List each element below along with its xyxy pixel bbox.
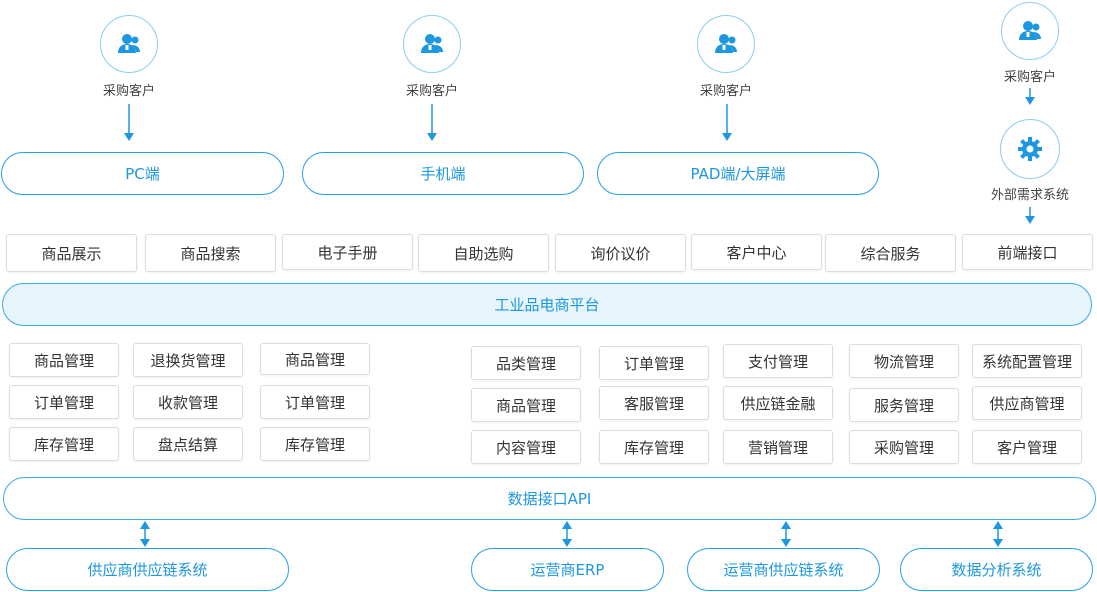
- left-module[interactable]: 退换货管理: [133, 343, 243, 377]
- frontend-module[interactable]: 询价议价: [555, 234, 686, 272]
- customer-label: 采购客户: [1003, 70, 1056, 85]
- system-data-analysis[interactable]: 数据分析系统: [900, 548, 1093, 591]
- bidirectional-arrow-icon: [781, 521, 791, 547]
- right-module[interactable]: 内容管理: [471, 430, 581, 464]
- bidirectional-arrow-icon: [140, 521, 150, 547]
- left-module[interactable]: 库存管理: [260, 427, 370, 461]
- right-module[interactable]: 库存管理: [599, 430, 709, 464]
- left-module[interactable]: 库存管理: [9, 427, 119, 461]
- gear-icon: [1018, 137, 1042, 161]
- customer-avatar-1: [100, 15, 158, 73]
- frontend-module[interactable]: 前端接口: [962, 234, 1093, 270]
- right-module[interactable]: 物流管理: [849, 344, 959, 378]
- left-module[interactable]: 订单管理: [260, 385, 370, 419]
- customer-label: 采购客户: [102, 84, 155, 99]
- frontend-module[interactable]: 综合服务: [825, 234, 956, 272]
- channel-pad[interactable]: PAD端/大屏端: [597, 152, 879, 195]
- arrow-down-icon: [1025, 88, 1035, 105]
- user-icon: [715, 34, 737, 53]
- customer-label: 采购客户: [405, 84, 458, 99]
- system-operator-supply-chain[interactable]: 运营商供应链系统: [687, 548, 880, 591]
- system-operator-erp[interactable]: 运营商ERP: [471, 548, 664, 591]
- customer-label: 采购客户: [699, 84, 752, 99]
- channel-mobile[interactable]: 手机端: [302, 152, 584, 195]
- right-module[interactable]: 订单管理: [599, 346, 709, 380]
- right-module[interactable]: 支付管理: [723, 344, 833, 378]
- right-module[interactable]: 品类管理: [471, 346, 581, 380]
- external-system-node: [1000, 119, 1060, 179]
- right-module[interactable]: 供应链金融: [723, 386, 833, 420]
- user-icon: [118, 34, 140, 53]
- channel-pc[interactable]: PC端: [1, 152, 284, 195]
- frontend-module[interactable]: 客户中心: [691, 234, 822, 270]
- left-module[interactable]: 盘点结算: [133, 427, 243, 461]
- right-module[interactable]: 商品管理: [471, 388, 581, 422]
- left-module[interactable]: 商品管理: [9, 343, 119, 377]
- user-icon: [421, 34, 443, 53]
- left-module[interactable]: 收款管理: [133, 385, 243, 419]
- customer-avatar-2: [403, 15, 461, 73]
- arrow-down-icon: [722, 104, 732, 141]
- frontend-module[interactable]: 电子手册: [282, 234, 413, 270]
- user-icon: [1019, 21, 1041, 40]
- left-module[interactable]: 订单管理: [9, 385, 119, 419]
- right-module[interactable]: 客户管理: [972, 430, 1082, 464]
- frontend-module[interactable]: 商品展示: [6, 234, 137, 272]
- right-module[interactable]: 服务管理: [849, 388, 959, 422]
- right-module[interactable]: 采购管理: [849, 430, 959, 464]
- bidirectional-arrow-icon: [562, 521, 572, 547]
- right-module[interactable]: 客服管理: [599, 386, 709, 420]
- arrow-down-icon: [1025, 207, 1035, 224]
- customer-avatar-3: [697, 15, 755, 73]
- right-module[interactable]: 供应商管理: [972, 386, 1082, 420]
- left-module[interactable]: 商品管理: [260, 343, 370, 375]
- right-module[interactable]: 营销管理: [723, 430, 833, 464]
- platform-bar: 工业品电商平台: [2, 283, 1092, 326]
- frontend-module[interactable]: 自助选购: [418, 234, 549, 272]
- arrow-down-icon: [124, 104, 134, 141]
- frontend-module[interactable]: 商品搜索: [145, 234, 276, 272]
- arrow-down-icon: [427, 104, 437, 141]
- bidirectional-arrow-icon: [993, 521, 1003, 547]
- external-system-label: 外部需求系统: [990, 188, 1069, 203]
- right-module[interactable]: 系统配置管理: [972, 344, 1082, 378]
- system-supplier-supply-chain[interactable]: 供应商供应链系统: [6, 548, 289, 591]
- api-bar: 数据接口API: [3, 477, 1096, 520]
- customer-avatar-4: [1001, 2, 1059, 60]
